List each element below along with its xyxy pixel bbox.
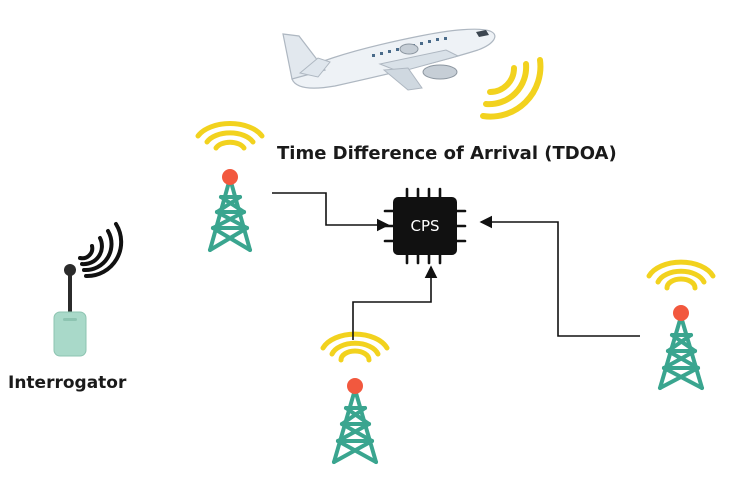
processor-chip-icon bbox=[383, 187, 467, 265]
radio-tower-icon bbox=[320, 331, 390, 464]
handheld-transmitter-icon bbox=[53, 264, 87, 357]
radio-tower-icon bbox=[646, 259, 716, 390]
signal-waves-icon bbox=[480, 57, 544, 120]
diagram-title: Time Difference of Arrival (TDOA) bbox=[277, 143, 617, 164]
interrogator-label: Interrogator bbox=[8, 373, 127, 393]
aircraft-icon bbox=[282, 28, 496, 91]
processor-label: CPS bbox=[410, 217, 440, 235]
tower-bottom-connector bbox=[352, 265, 438, 340]
tower-right-connector bbox=[479, 215, 640, 337]
radio-tower-icon bbox=[195, 121, 265, 252]
signal-waves-icon bbox=[78, 222, 124, 279]
tower-left-connector bbox=[272, 192, 390, 232]
connector-lines bbox=[272, 192, 640, 340]
